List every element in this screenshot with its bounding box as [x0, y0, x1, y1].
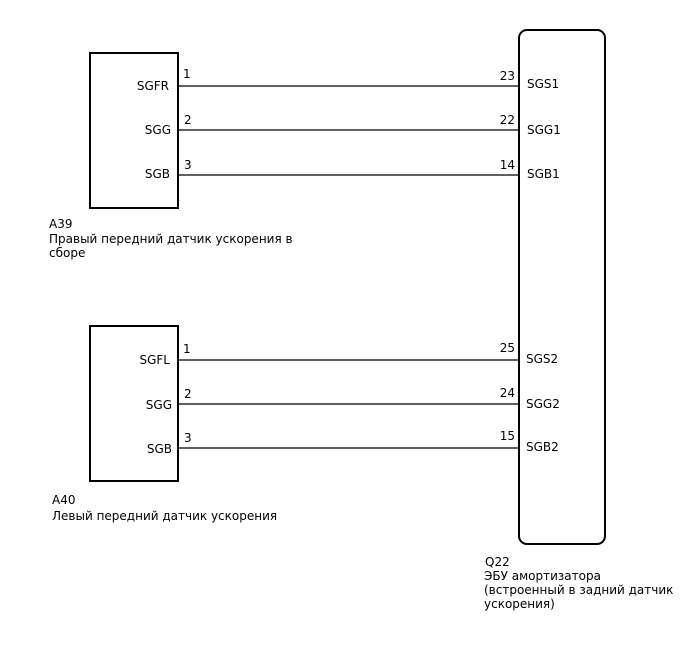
q22-pin-number-15: 15	[500, 429, 515, 443]
component-a39: SGFR SGG SGB A39 Правый передний датчик …	[49, 52, 293, 260]
a40-code: A40	[52, 493, 75, 507]
q22-box	[518, 29, 606, 545]
a39-pin-number-2: 2	[184, 113, 192, 127]
q22-pin-number-14: 14	[500, 158, 515, 172]
q22-pin-name-sgs2: SGS2	[526, 352, 558, 366]
q22-pin-name-sgg1: SGG1	[527, 123, 561, 137]
wires-a40-q22: 1 2 3 25 24 15	[178, 341, 519, 449]
component-q22: SGS1 SGG1 SGB1 SGS2 SGG2 SGB2 Q22 ЭБУ ам…	[484, 29, 673, 611]
q22-description-line2: (встроенный в задний датчик	[484, 583, 673, 597]
q22-pin-name-sgs1: SGS1	[527, 77, 559, 91]
q22-pin-number-23: 23	[500, 69, 515, 83]
a39-pin-name-2: SGG	[145, 123, 171, 137]
q22-description-line3: ускорения)	[484, 597, 555, 611]
a40-pin-number-2: 2	[184, 387, 192, 401]
a40-pin-name-2: SGG	[146, 398, 172, 412]
a40-description: Левый передний датчик ускорения	[52, 509, 277, 523]
a40-pin-number-3: 3	[184, 431, 192, 445]
q22-pin-name-sgb2: SGB2	[526, 440, 559, 454]
a39-pin-number-1: 1	[183, 67, 191, 81]
component-a40: SGFL SGG SGB A40 Левый передний датчик у…	[52, 325, 277, 523]
q22-pin-name-sgg2: SGG2	[526, 397, 560, 411]
q22-pin-number-22: 22	[500, 113, 515, 127]
q22-pin-name-sgb1: SGB1	[527, 167, 560, 181]
wires-a39-q22: 1 2 3 23 22 14	[178, 67, 519, 176]
a40-pin-number-1: 1	[183, 342, 191, 356]
a39-pin-name-3: SGB	[145, 167, 170, 181]
q22-pin-number-24: 24	[500, 386, 515, 400]
a39-description-line2: сборе	[49, 246, 85, 260]
a39-code: A39	[49, 217, 72, 231]
a39-description-line1: Правый передний датчик ускорения в	[49, 232, 293, 246]
a40-pin-name-1: SGFL	[139, 353, 170, 367]
q22-pin-number-25: 25	[500, 341, 515, 355]
a40-pin-name-3: SGB	[147, 442, 172, 456]
q22-description-line1: ЭБУ амортизатора	[484, 569, 601, 583]
q22-code: Q22	[485, 555, 510, 569]
a39-pin-number-3: 3	[184, 158, 192, 172]
a39-pin-name-1: SGFR	[137, 79, 169, 93]
